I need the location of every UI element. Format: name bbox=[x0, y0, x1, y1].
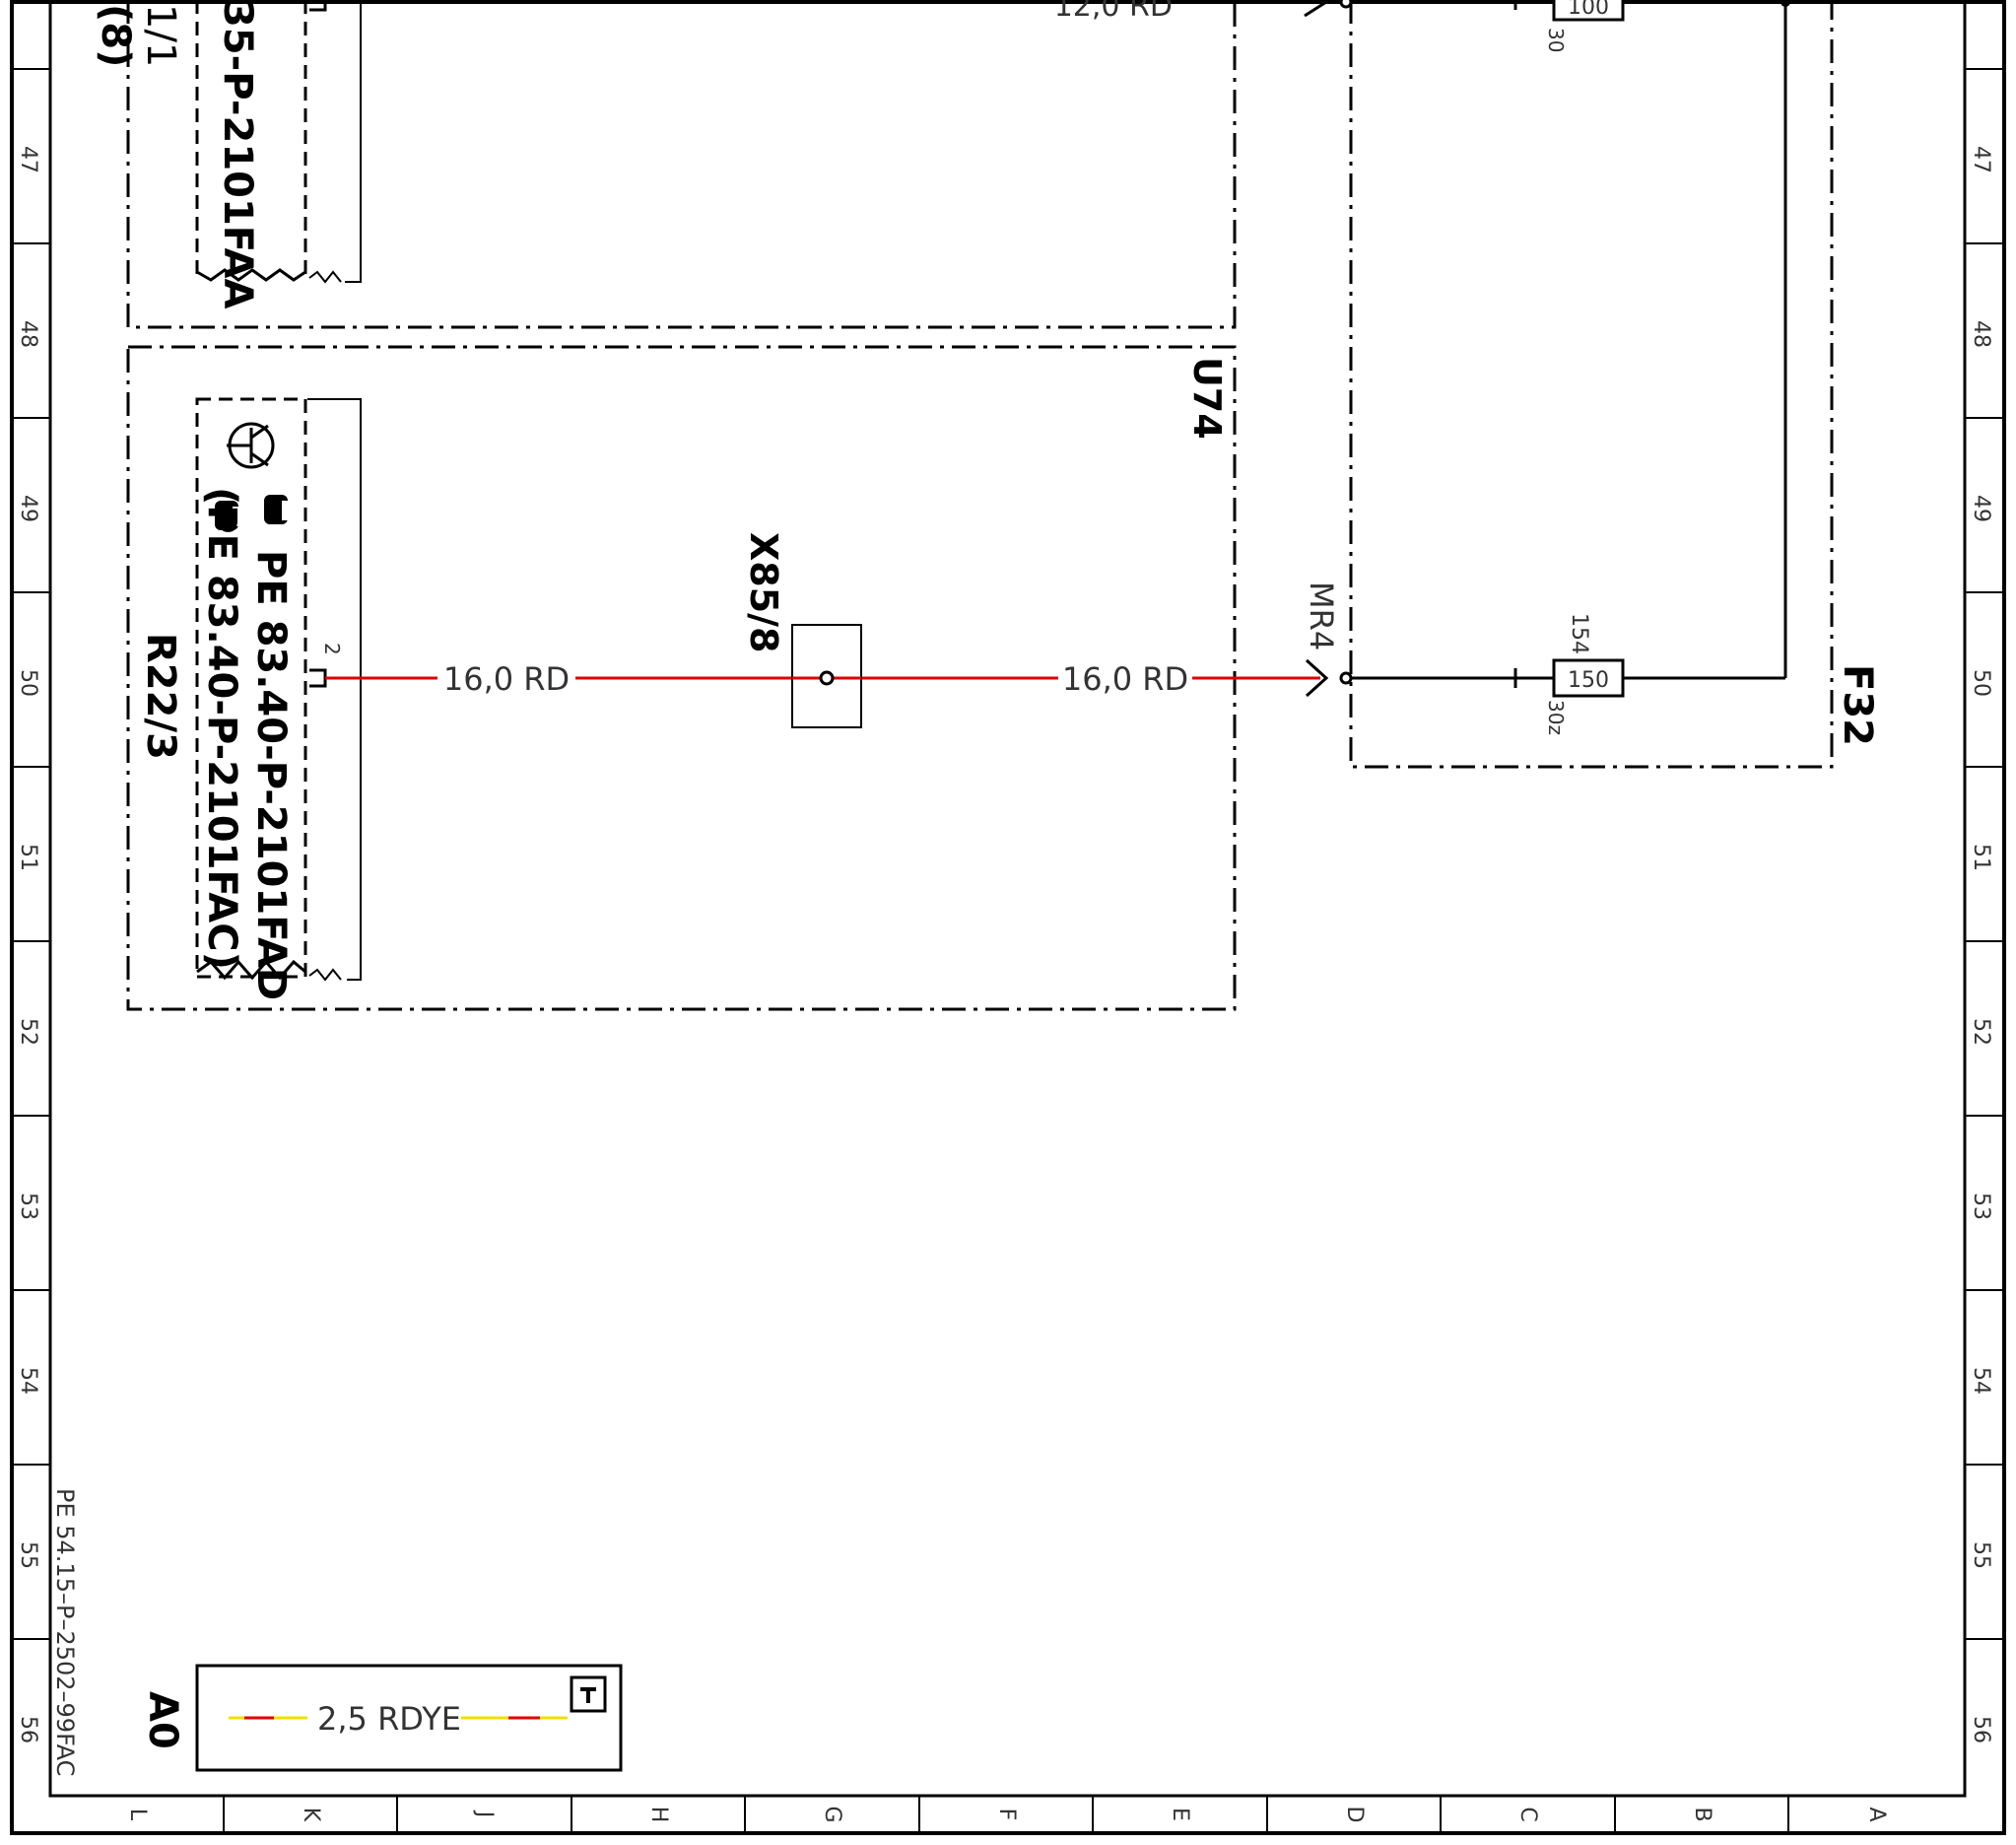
top-wire-label: 12,0 RD bbox=[1054, 0, 1173, 24]
fuse-150-value: 150 bbox=[1568, 668, 1609, 693]
row-ticks bbox=[12, 68, 2004, 1640]
column-label-0: L bbox=[125, 1809, 150, 1821]
red-wire: 16,0 RD 16,0 RD bbox=[325, 660, 1320, 698]
ground-mr4-label: MR4 bbox=[1303, 581, 1340, 650]
module-u74: U74 PE 83.40-P-2101FAD (PE 83.40-P-2101F… bbox=[126, 345, 1237, 1011]
upper-component-line-3: (8) bbox=[93, 4, 138, 67]
drawing-number: PE 54.15–P–2502–99FAC bbox=[51, 1488, 79, 1776]
column-labels: L K J H G F E D C B A bbox=[125, 1806, 1889, 1822]
row-label-right-5: 52 bbox=[1969, 1018, 1993, 1046]
column-ticks bbox=[223, 1796, 1789, 1833]
legend-a0: 2,5 RDYE A0 bbox=[140, 1664, 623, 1772]
row-label-right-2: 49 bbox=[1969, 495, 1993, 522]
row-label-left-3: 50 bbox=[16, 669, 40, 697]
row-label-left-9: 56 bbox=[16, 1716, 40, 1743]
column-label-7: D bbox=[1342, 1807, 1367, 1823]
fuse-150: 150 154 30z bbox=[1351, 613, 1785, 735]
column-label-9: B bbox=[1690, 1807, 1714, 1821]
column-label-3: H bbox=[646, 1807, 671, 1823]
column-label-10: A bbox=[1864, 1807, 1889, 1821]
module-u74-label: U74 bbox=[1185, 357, 1229, 440]
wire-right-label: 16,0 RD bbox=[1062, 660, 1188, 698]
column-label-8: C bbox=[1515, 1807, 1540, 1821]
row-labels-right: 47 48 49 50 51 52 53 54 55 56 bbox=[1969, 146, 1993, 1743]
top-wire: 12,0 RD 100 30 bbox=[1054, 0, 1790, 52]
row-label-right-7: 54 bbox=[1969, 1367, 1993, 1395]
legend-ref: A0 bbox=[140, 1691, 185, 1749]
fuse-150-pin-top: 154 bbox=[1567, 613, 1591, 654]
connector-label: X85/8 bbox=[742, 532, 785, 653]
inner-frame bbox=[48, 0, 1967, 1798]
row-label-left-8: 55 bbox=[16, 1541, 40, 1569]
legend-wire-label: 2,5 RDYE bbox=[317, 1700, 461, 1738]
component-ref: R22/3 bbox=[138, 633, 183, 760]
fuse-150-pin-bottom: 30z bbox=[1544, 700, 1568, 735]
row-label-right-3: 50 bbox=[1969, 669, 1993, 697]
upper-component-line-2: 35-P-2101FAA bbox=[215, 0, 260, 309]
row-label-left-2: 49 bbox=[16, 495, 40, 522]
transistor-icon bbox=[227, 422, 275, 469]
wire-left-label: 16,0 RD bbox=[443, 660, 570, 698]
row-label-left-1: 48 bbox=[16, 320, 40, 348]
pointing-hand-icon bbox=[215, 495, 288, 530]
row-label-left-7: 54 bbox=[16, 1367, 40, 1395]
row-labels-left: 47 48 49 50 51 52 53 54 55 56 bbox=[16, 146, 40, 1743]
top-fuse-pin: 30 bbox=[1544, 28, 1568, 52]
upper-module: 1/1 35-P-2101FAA (8) bbox=[93, 0, 1237, 329]
fuse-box-label: F32 bbox=[1835, 664, 1880, 746]
column-label-6: E bbox=[1168, 1808, 1192, 1821]
row-label-right-6: 53 bbox=[1969, 1193, 1993, 1220]
info-icon[interactable] bbox=[570, 1675, 607, 1713]
row-label-left-0: 47 bbox=[16, 146, 40, 173]
row-label-left-4: 51 bbox=[16, 844, 40, 871]
pin-2-label: 2 bbox=[320, 643, 344, 655]
doc-ref-2: (PE 83.40-P-2101FAC) bbox=[199, 487, 244, 970]
row-label-left-5: 52 bbox=[16, 1018, 40, 1046]
column-label-2: J bbox=[472, 1810, 497, 1818]
top-fuse-value: 100 bbox=[1568, 0, 1609, 20]
column-label-4: G bbox=[820, 1806, 844, 1822]
row-label-right-4: 51 bbox=[1969, 844, 1993, 871]
connector-x85-8: X85/8 bbox=[742, 532, 862, 728]
row-label-right-8: 55 bbox=[1969, 1541, 1993, 1569]
row-label-right-1: 48 bbox=[1969, 320, 1993, 348]
ground-mr4: MR4 bbox=[1303, 581, 1353, 698]
column-label-5: F bbox=[994, 1809, 1019, 1821]
upper-component-line-1: 1/1 bbox=[138, 4, 183, 67]
doc-ref-1: PE 83.40-P-2101FAD bbox=[248, 550, 294, 1000]
row-label-right-0: 47 bbox=[1969, 146, 1993, 173]
row-label-right-9: 56 bbox=[1969, 1716, 1993, 1743]
fuse-box-f32: F32 bbox=[1349, 0, 1880, 769]
column-label-1: K bbox=[299, 1808, 323, 1822]
row-label-left-6: 53 bbox=[16, 1193, 40, 1220]
